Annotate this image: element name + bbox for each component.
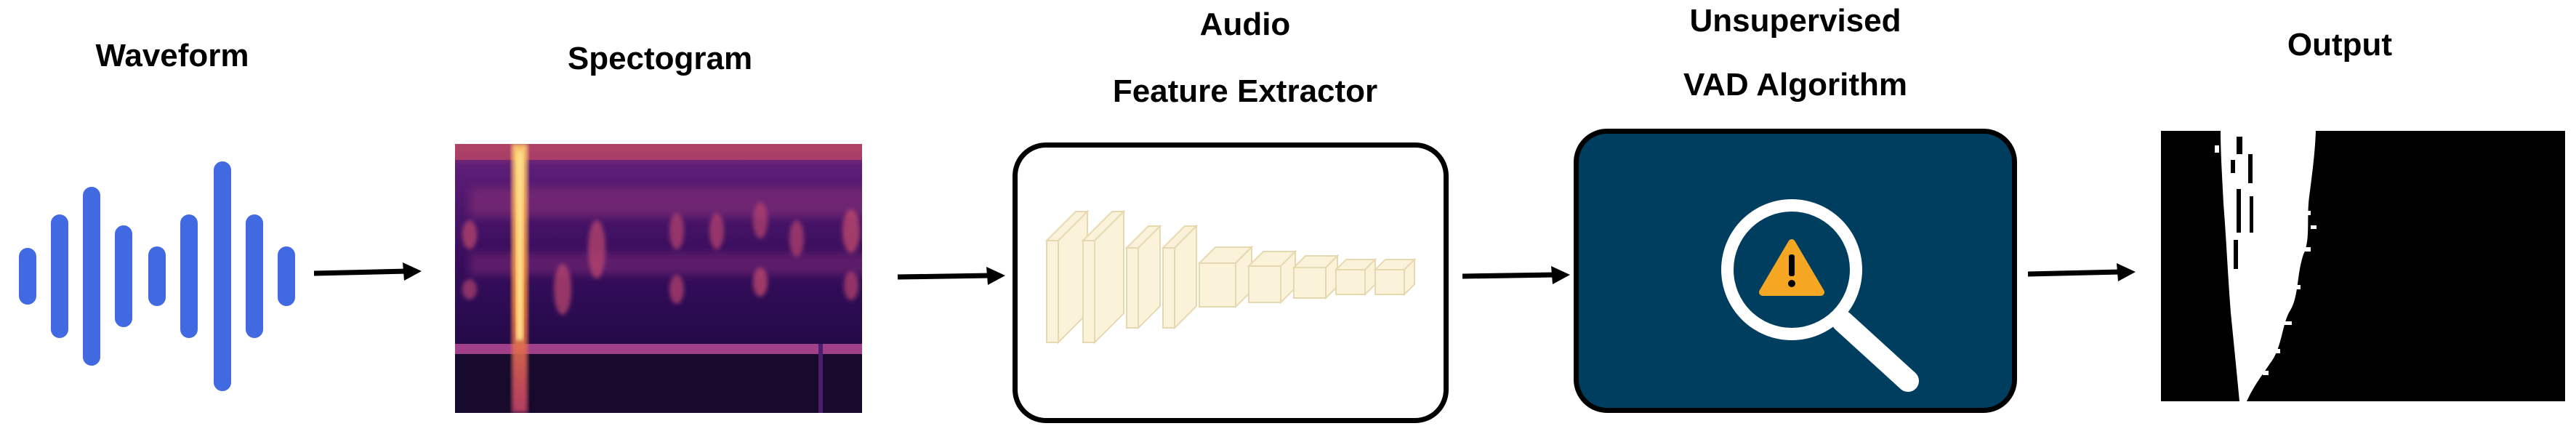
cnn-layer-face <box>1248 265 1281 303</box>
spectrogram-image <box>455 144 862 413</box>
warning-icon <box>1759 239 1824 296</box>
cnn-layer-face <box>1404 257 1415 297</box>
waveform-bar <box>148 246 166 306</box>
vad-title-line2: VAD Algorithm <box>1683 67 1907 103</box>
feature-extractor-title-line1: Audio <box>1199 7 1291 42</box>
waveform-title: Waveform <box>95 38 249 73</box>
spectrogram-title: Spectogram <box>567 41 753 76</box>
arrow-4 <box>2027 263 2136 281</box>
waveform-icon <box>19 161 295 391</box>
cnn-layer-face <box>1293 267 1327 299</box>
cnn-layer-face <box>1082 240 1095 343</box>
cnn-layer-face <box>1174 224 1197 330</box>
arrow-3 <box>1462 266 1570 284</box>
magnifying-glass-with-warning-icon <box>1721 199 1919 392</box>
waveform-bars <box>19 161 295 391</box>
waveform-bar <box>214 161 231 391</box>
waveform-bar <box>83 187 100 366</box>
vad-algorithm-box <box>1574 129 2017 413</box>
arrow-2 <box>897 267 1005 285</box>
cnn-layer-face <box>1199 262 1236 308</box>
waveform-bar <box>115 225 132 327</box>
cnn-layers-icon <box>1045 209 1417 345</box>
feature-extractor-title-line2: Feature Extractor <box>1112 73 1378 109</box>
waveform-bar <box>180 214 198 338</box>
cnn-layer-face <box>1374 269 1405 295</box>
output-mask-image <box>2161 131 2565 401</box>
cnn-layer-face <box>1162 247 1175 329</box>
arrow-1 <box>313 262 422 281</box>
waveform-bar <box>19 248 36 305</box>
feature-extractor-box <box>1013 142 1449 423</box>
cnn-layer-face <box>1335 269 1366 295</box>
waveform-bar <box>51 214 68 338</box>
waveform-bar <box>246 214 263 338</box>
output-title: Output <box>2287 27 2393 63</box>
cnn-layer-face <box>1138 224 1161 330</box>
cnn-layer-face <box>1046 240 1059 343</box>
vad-title-line1: Unsupervised <box>1689 3 1901 39</box>
cnn-layer-face <box>1094 209 1124 345</box>
waveform-bar <box>278 246 295 306</box>
cnn-layer-face <box>1126 247 1139 329</box>
